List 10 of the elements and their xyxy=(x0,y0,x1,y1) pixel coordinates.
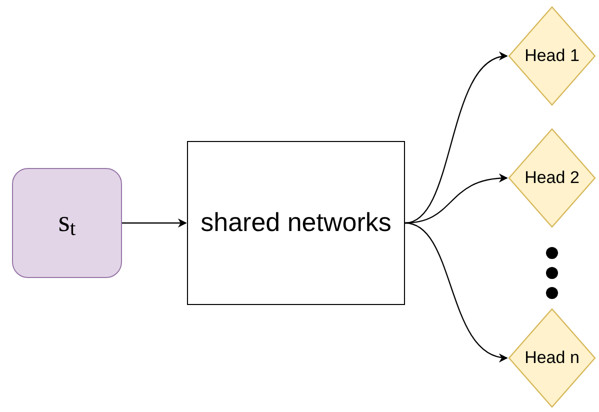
node-label: shared networks xyxy=(200,208,392,238)
arrow xyxy=(122,218,187,228)
node-label: Head 2 xyxy=(524,168,580,188)
arrow xyxy=(404,54,508,224)
state-box xyxy=(12,168,122,278)
node-label: Head n xyxy=(524,348,580,368)
node-label: Head 1 xyxy=(524,46,580,66)
process-box xyxy=(187,141,405,305)
node-label: s$_{t}$ xyxy=(58,205,76,241)
arrow xyxy=(404,222,508,361)
